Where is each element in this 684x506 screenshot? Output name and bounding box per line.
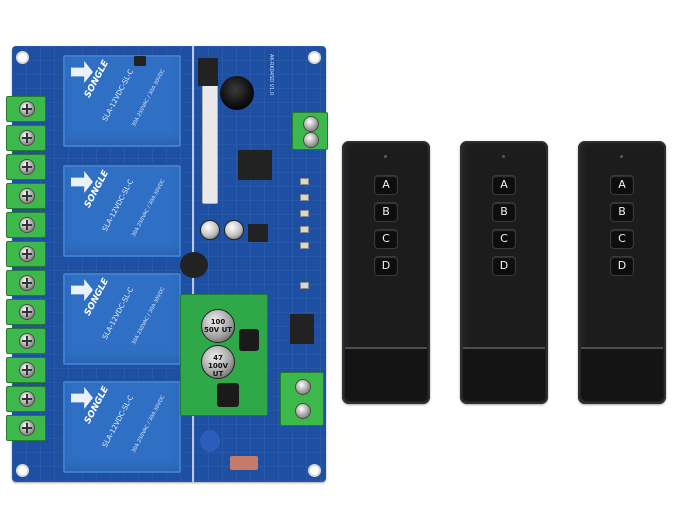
relay-model: SLA-12VDC-SL-C [101, 177, 136, 233]
remote-battery-cover [463, 349, 545, 401]
remote-button-b[interactable]: B [374, 202, 398, 222]
remote-button-d[interactable]: D [610, 256, 634, 276]
ic-chip [248, 224, 268, 242]
relay-spec: 30A 250VAC / 30A 30VDC [131, 68, 167, 128]
board-label: AK-RK04SD V1.0 [268, 54, 274, 96]
remote-button-a[interactable]: A [374, 175, 398, 195]
remote-button-c[interactable]: C [610, 229, 634, 249]
power-terminal-top [292, 112, 328, 150]
screw-terminal [6, 125, 46, 151]
remote-divider [345, 347, 427, 349]
remote-button-b[interactable]: B [492, 202, 516, 222]
mount-hole [308, 51, 321, 64]
transformer [290, 314, 314, 344]
fuse [230, 456, 258, 470]
remote-button-d[interactable]: D [374, 256, 398, 276]
status-led [300, 210, 309, 217]
microcontroller-chip [238, 150, 272, 180]
remote-battery-cover [581, 349, 663, 401]
relay-3: SONGLE SLA-12VDC-SL-C 30A 250VAC / 30A 3… [62, 272, 182, 366]
relay-model: SLA-12VDC-SL-C [101, 285, 136, 341]
screw-terminal [6, 154, 46, 180]
remote-battery-cover [345, 349, 427, 401]
inductor-coil [180, 252, 208, 278]
power-supply-module: 100 50V UT 47 100V UT [180, 294, 268, 416]
indicator-dot [502, 155, 505, 158]
relay-2: SONGLE SLA-12VDC-SL-C 30A 250VAC / 30A 3… [62, 164, 182, 258]
screw-terminal [6, 299, 46, 325]
remote-button-b[interactable]: B [610, 202, 634, 222]
relay-model: SLA-12VDC-SL-C [101, 67, 136, 123]
remote-divider [463, 347, 545, 349]
remote-control-1: A B C D [342, 141, 430, 404]
mount-hole [16, 464, 29, 477]
power-terminal-bottom [280, 372, 324, 426]
electrolytic-capacitor [224, 220, 244, 240]
rf-module [202, 82, 218, 204]
remote-button-c[interactable]: C [374, 229, 398, 249]
screw-terminal [6, 328, 46, 354]
status-led [300, 178, 309, 185]
inductor [217, 383, 239, 407]
relay-4: SONGLE SLA-12VDC-SL-C 30A 250VAC / 30A 3… [62, 380, 182, 474]
buzzer [220, 76, 254, 110]
varistor [200, 430, 220, 452]
rf-chip [198, 58, 218, 86]
capacitor-47uf: 47 100V UT [201, 345, 235, 379]
screw-terminal [6, 357, 46, 383]
screw-terminal [6, 96, 46, 122]
remote-control-3: A B C D [578, 141, 666, 404]
remote-button-a[interactable]: A [610, 175, 634, 195]
relay-board: SONGLE SLA-12VDC-SL-C 30A 250VAC / 30A 3… [6, 46, 328, 482]
remote-control-2: A B C D [460, 141, 548, 404]
capacitor-100uf: 100 50V UT [201, 309, 235, 343]
mount-hole [308, 464, 321, 477]
electrolytic-capacitor [200, 220, 220, 240]
screw-terminal-strip [6, 96, 46, 482]
screw-terminal [6, 183, 46, 209]
screw-terminal [6, 212, 46, 238]
remote-button-d[interactable]: D [492, 256, 516, 276]
mount-hole [16, 51, 29, 64]
relay-spec: 30A 250VAC / 30A 30VDC [131, 178, 167, 238]
status-led [300, 226, 309, 233]
remote-button-a[interactable]: A [492, 175, 516, 195]
indicator-dot [620, 155, 623, 158]
screw-terminal [6, 386, 46, 412]
status-led [300, 282, 309, 289]
screw-terminal [6, 415, 46, 441]
status-led [300, 194, 309, 201]
relay-1: SONGLE SLA-12VDC-SL-C 30A 250VAC / 30A 3… [62, 54, 182, 148]
relay-spec: 30A 250VAC / 30A 30VDC [131, 286, 167, 346]
remote-divider [581, 347, 663, 349]
screw-terminal [6, 241, 46, 267]
inductor [239, 329, 259, 351]
indicator-dot [384, 155, 387, 158]
relay-model: SLA-12VDC-SL-C [101, 393, 136, 449]
status-led [300, 242, 309, 249]
screw-terminal [6, 270, 46, 296]
transistor [134, 56, 146, 66]
remote-button-c[interactable]: C [492, 229, 516, 249]
relay-spec: 30A 250VAC / 30A 30VDC [131, 394, 167, 454]
